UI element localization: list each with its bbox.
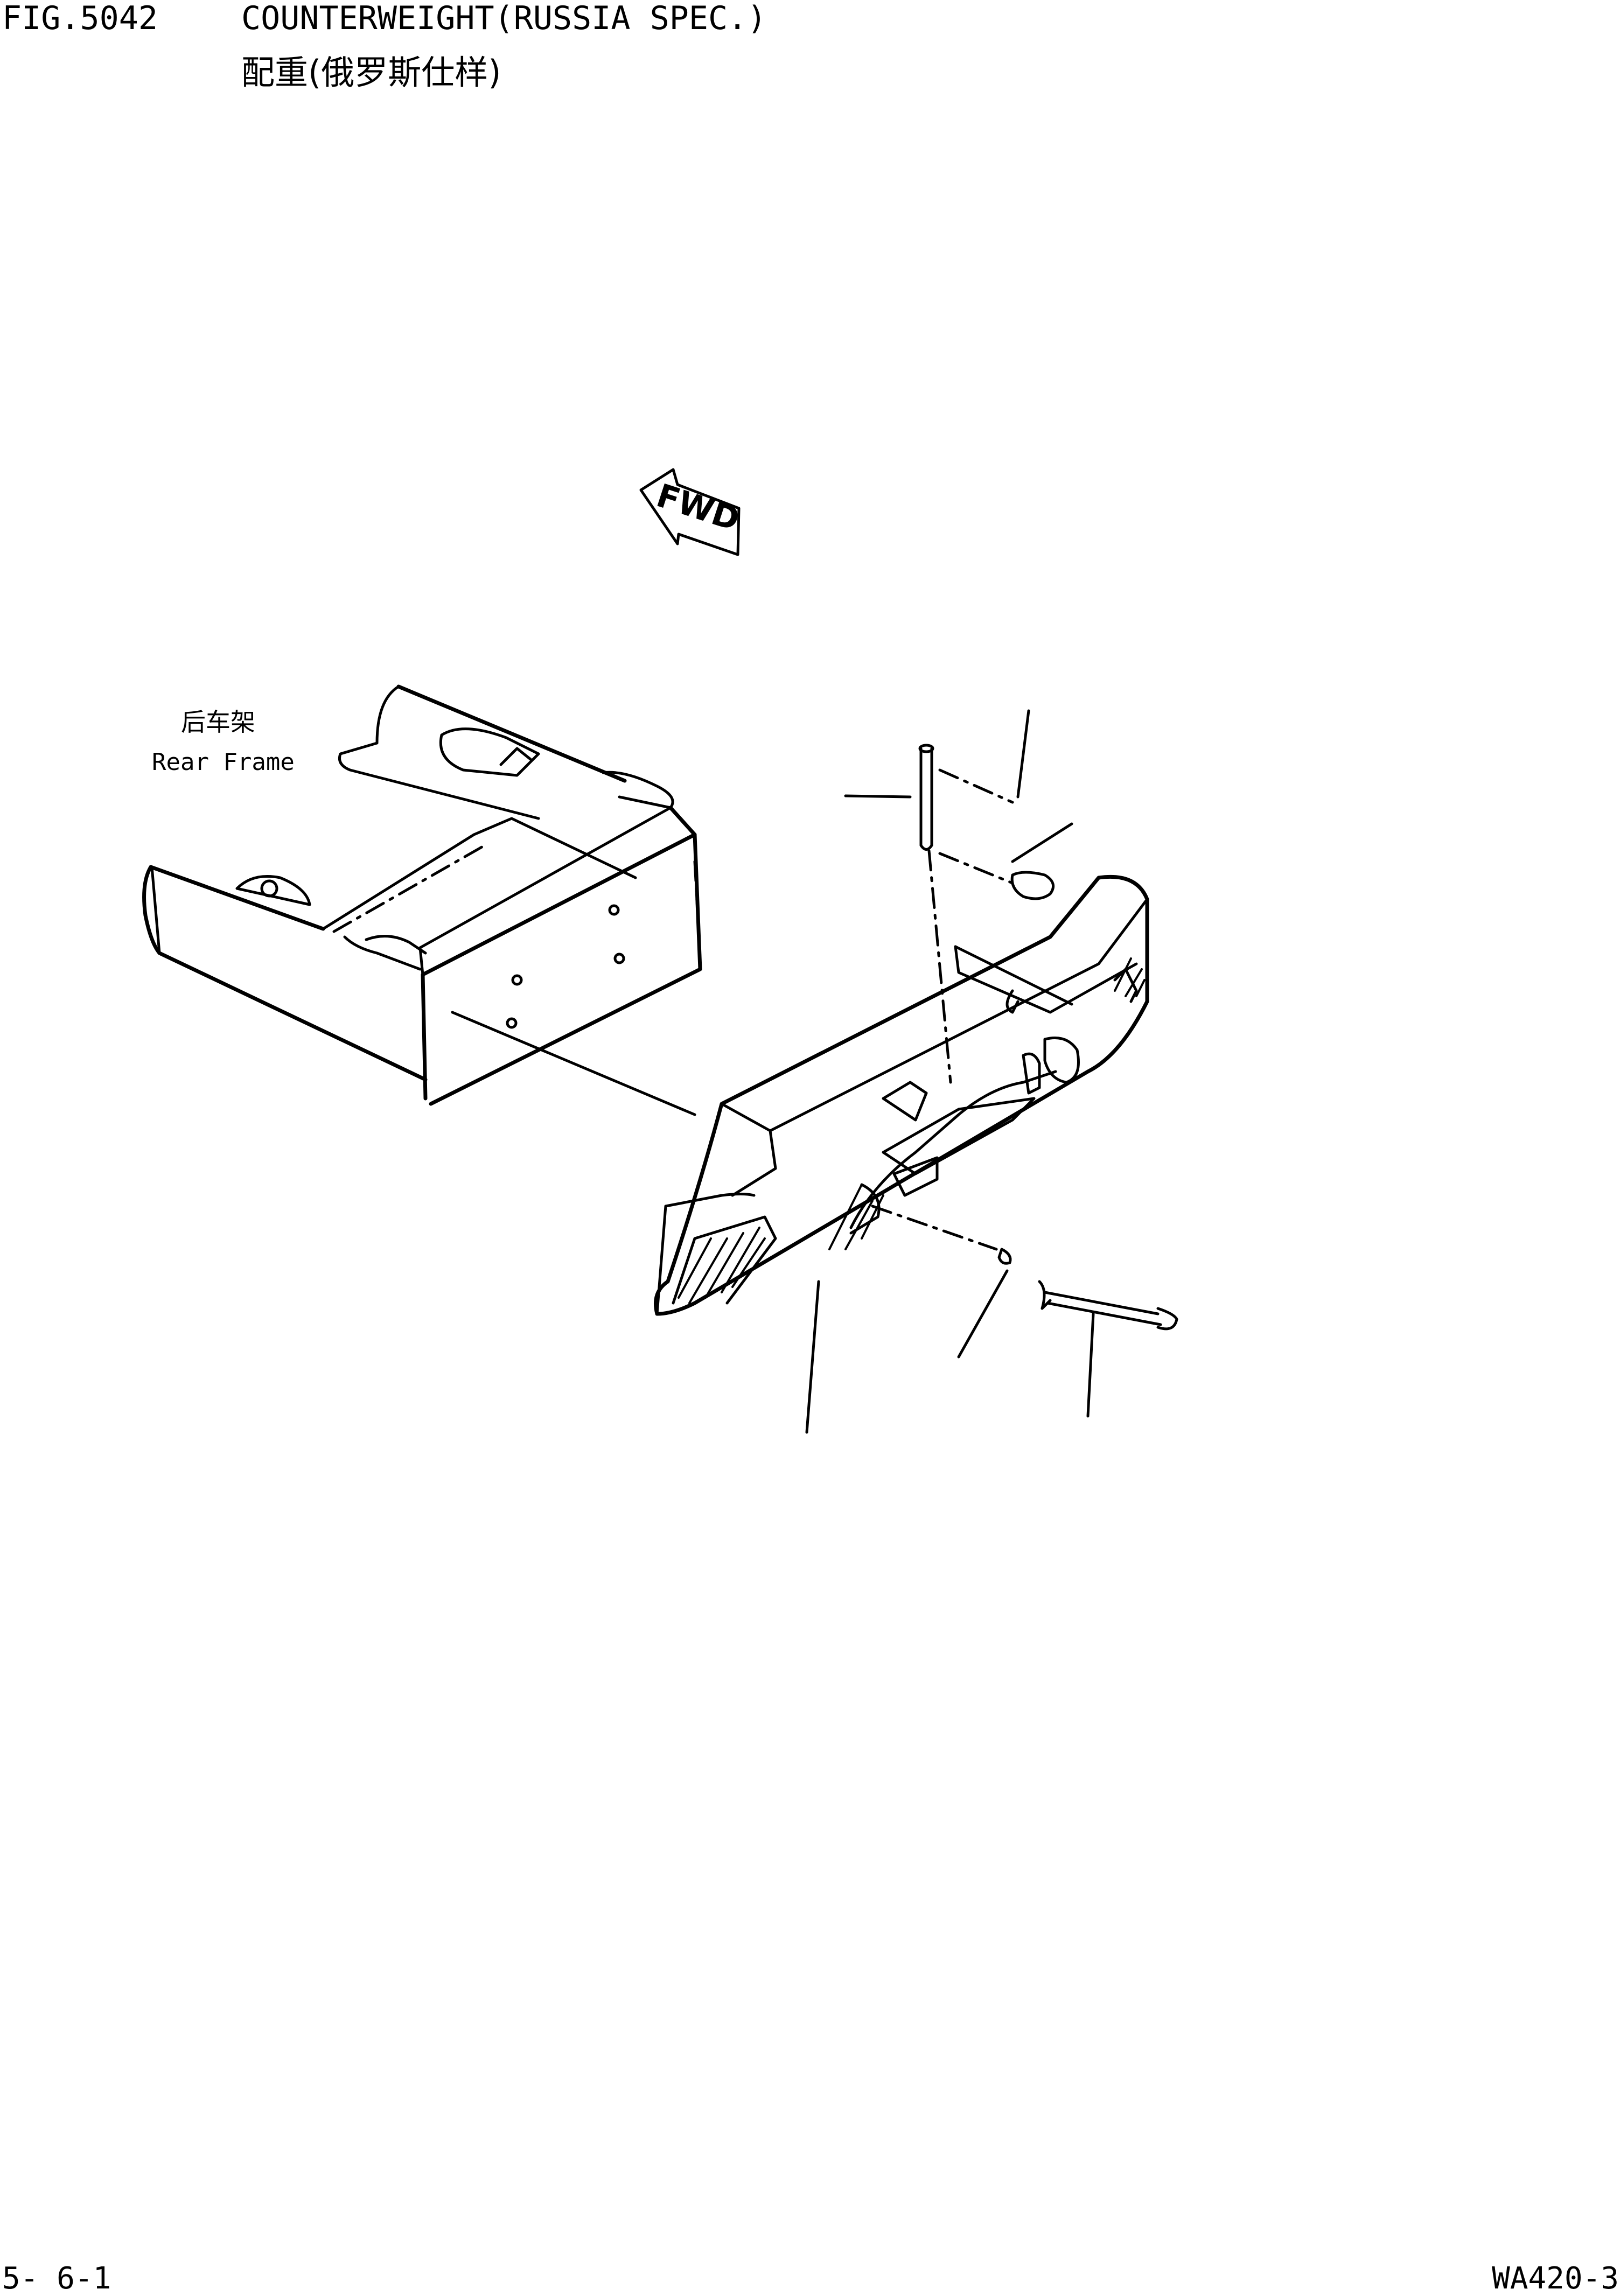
rear-frame-label-english: Rear Frame (152, 748, 295, 776)
hardware-parts-drawing (805, 709, 1178, 1434)
fwd-label: FWD (652, 477, 744, 538)
page-number: 5- 6-1 (2, 2261, 111, 2296)
figure-title-chinese: 配重(俄罗斯仕样) (241, 53, 501, 92)
rear-frame-drawing (142, 684, 702, 1116)
machine-model: WA420-3 (1492, 2261, 1619, 2296)
counterweight-drawing (654, 874, 1149, 1316)
figure-number: FIG.5042 (2, 0, 158, 37)
figure-title-english: COUNTERWEIGHT(RUSSIA SPEC.) (241, 0, 767, 37)
fwd-arrow-icon: FWD (639, 468, 744, 556)
rear-frame-label-chinese: 后车架 (181, 708, 255, 737)
